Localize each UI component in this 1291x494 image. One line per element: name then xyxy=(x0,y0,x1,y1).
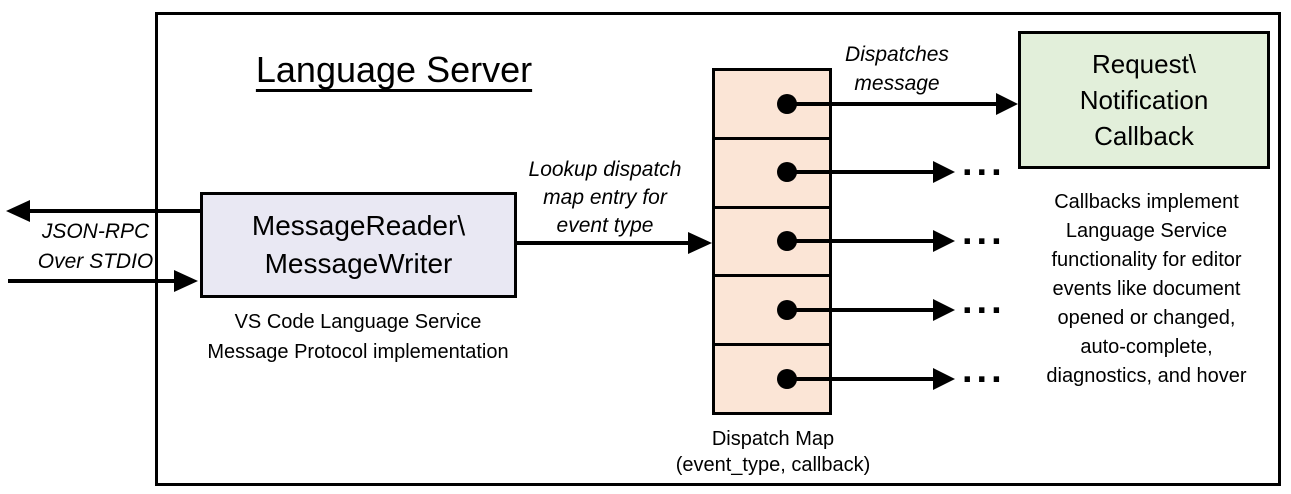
reader-caption-line1: VS Code Language Service xyxy=(234,311,482,333)
callback-note-line4: events like document xyxy=(1052,278,1241,300)
lookup-arrow-line xyxy=(517,241,690,245)
callback-box-line2: Notification xyxy=(1079,85,1209,115)
dispatch-arrow-line xyxy=(787,102,996,106)
lookup-label-line2: map entry for xyxy=(543,186,667,209)
language-server-boundary-box xyxy=(155,12,1281,486)
reader-caption: VS Code Language Service Message Protoco… xyxy=(163,307,553,367)
arrowhead-right-icon xyxy=(688,232,712,254)
more-callbacks-ellipsis: ... xyxy=(962,349,1006,391)
stdio-out-arrow-line xyxy=(28,209,200,213)
callback-box-line3: Callback xyxy=(1094,121,1194,151)
callback-note-line3: functionality for editor xyxy=(1051,249,1242,271)
more-callbacks-ellipsis: ... xyxy=(962,211,1006,253)
arrowhead-right-icon xyxy=(933,299,955,321)
callback-note-line5: opened or changed, xyxy=(1057,307,1236,329)
dispatch-map-cell xyxy=(715,277,829,347)
dispatches-label-line1: Dispatches xyxy=(845,43,949,66)
dispatch-arrow-line xyxy=(787,239,933,243)
callback-note-line2: Language Service xyxy=(1065,220,1228,242)
dispatch-map-cell xyxy=(715,209,829,278)
arrowhead-right-icon xyxy=(174,270,198,292)
dispatch-arrow-line xyxy=(787,170,933,174)
diagram-title: Language Server xyxy=(255,49,533,90)
arrowhead-right-icon xyxy=(933,230,955,252)
callback-note-line7: diagnostics, and hover xyxy=(1046,365,1247,387)
reader-box-line1: MessageReader\ xyxy=(251,210,466,241)
arrowhead-right-icon xyxy=(933,161,955,183)
dispatch-map-caption: Dispatch Map (event_type, callback) xyxy=(642,426,904,478)
dispatch-map-cell xyxy=(715,71,829,140)
lookup-label-line1: Lookup dispatch xyxy=(528,158,682,181)
dispatch-arrow-line xyxy=(787,308,933,312)
callback-note-line6: auto-complete, xyxy=(1080,336,1213,358)
json-rpc-label-line1: JSON-RPC xyxy=(41,220,150,243)
arrowhead-left-icon xyxy=(6,200,30,222)
dispatches-message-label: Dispatches message xyxy=(812,40,982,98)
json-rpc-label: JSON-RPC Over STDIO xyxy=(13,217,178,277)
map-caption-line1: Dispatch Map xyxy=(711,428,835,450)
stdio-in-arrow-line xyxy=(8,279,176,283)
dispatch-arrow-line xyxy=(787,377,933,381)
message-reader-writer-box: MessageReader\ MessageWriter xyxy=(200,192,517,298)
callback-box-line1: Request\ xyxy=(1091,49,1197,79)
more-callbacks-ellipsis: ... xyxy=(962,142,1006,184)
lookup-label-line3: event type xyxy=(556,214,654,237)
dispatches-label-line2: message xyxy=(854,72,940,95)
reader-box-line2: MessageWriter xyxy=(264,248,453,279)
json-rpc-label-line2: Over STDIO xyxy=(37,250,154,273)
lookup-label: Lookup dispatch map entry for event type xyxy=(513,156,697,240)
arrowhead-right-icon xyxy=(933,368,955,390)
arrowhead-right-icon xyxy=(996,93,1018,115)
callback-note-line1: Callbacks implement xyxy=(1054,191,1239,213)
more-callbacks-ellipsis: ... xyxy=(962,280,1006,322)
callback-note: Callbacks implement Language Service fun… xyxy=(1019,188,1274,391)
dispatch-map-cell xyxy=(715,140,829,209)
reader-caption-line2: Message Protocol implementation xyxy=(207,341,509,363)
map-caption-line2: (event_type, callback) xyxy=(675,454,871,476)
request-notification-callback-box: Request\ Notification Callback xyxy=(1018,31,1270,169)
